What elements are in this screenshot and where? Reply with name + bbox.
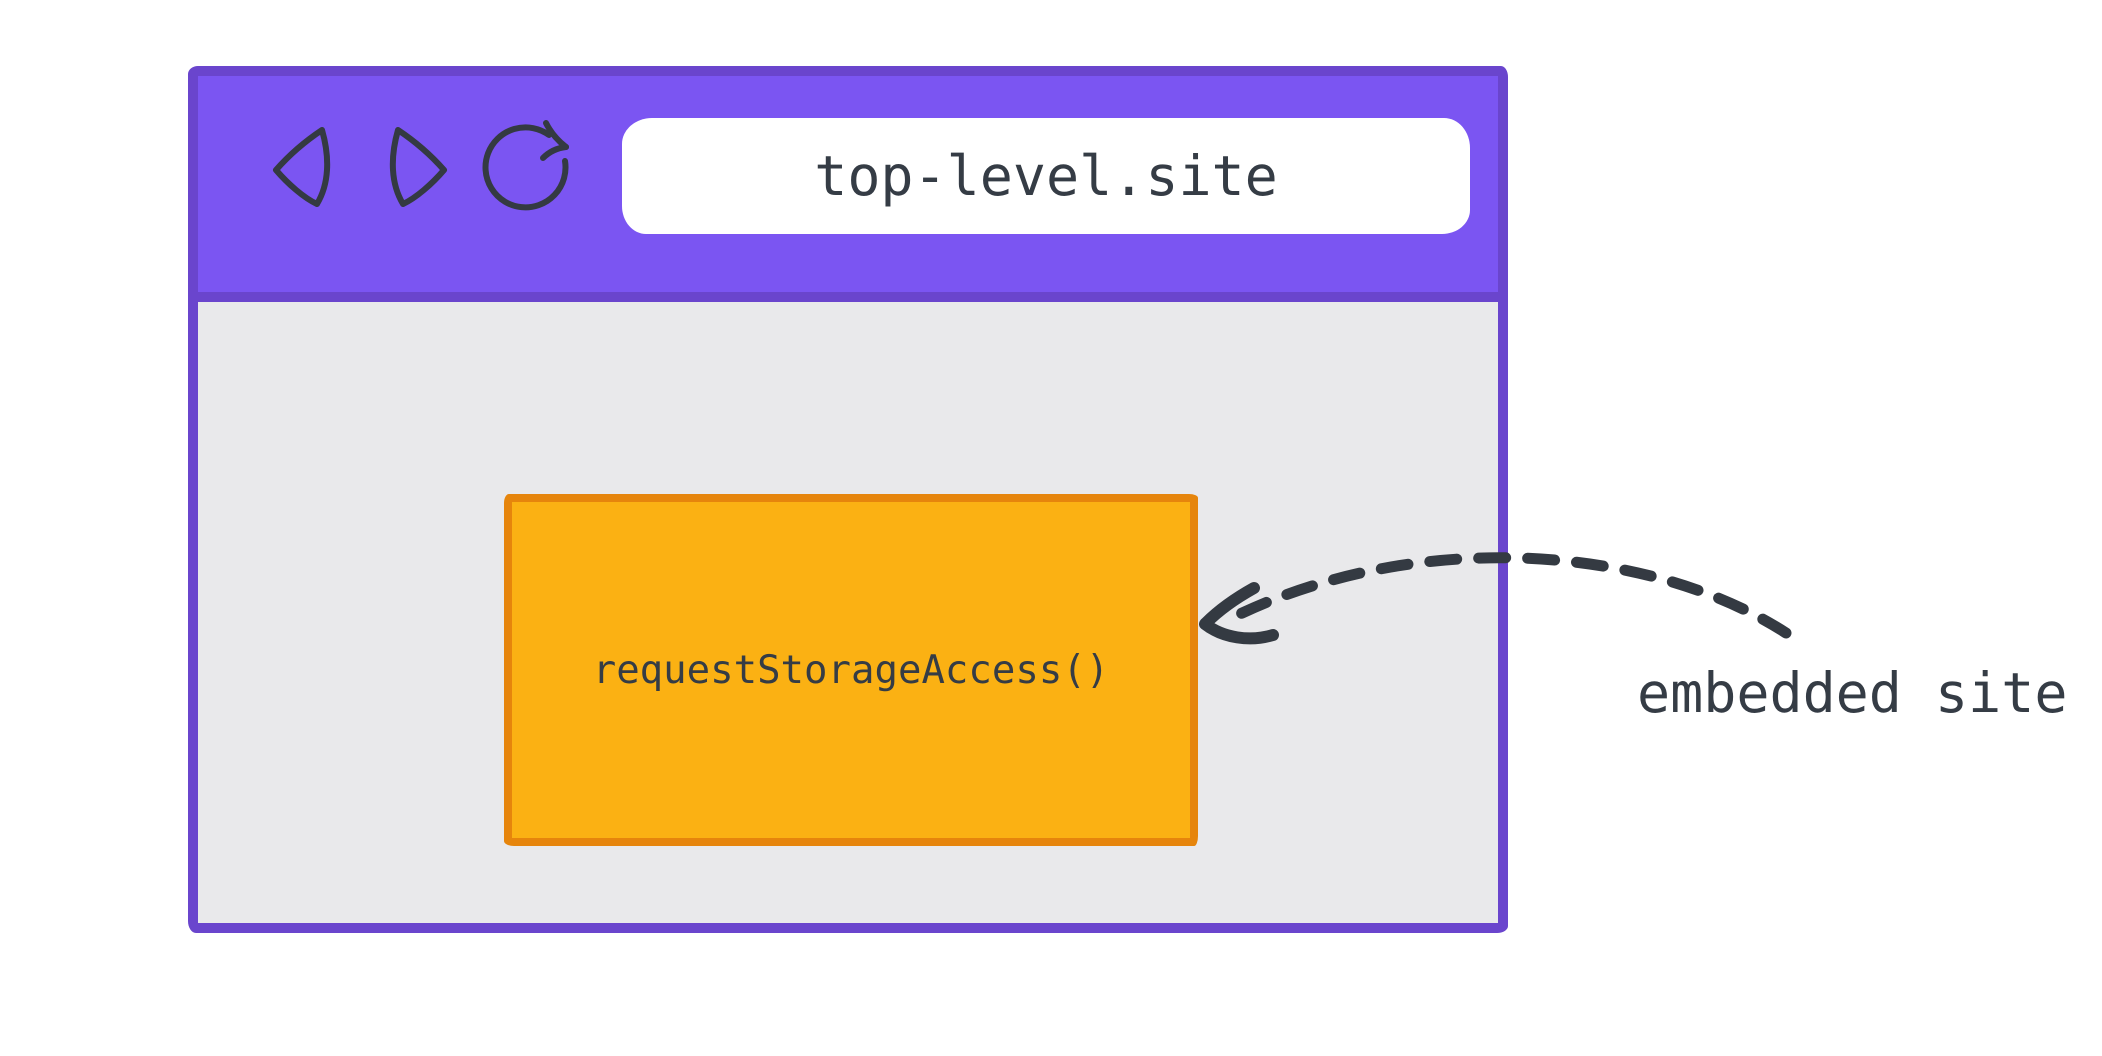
browser-window: top-level.site requestStorageAccess() (188, 66, 1508, 933)
forward-icon[interactable] (389, 127, 447, 207)
nav-icon-group (273, 120, 569, 211)
embedded-frame-label: requestStorageAccess() (592, 647, 1110, 693)
refresh-icon[interactable] (482, 120, 569, 211)
address-bar[interactable]: top-level.site (622, 118, 1470, 234)
annotation-label: embedded site (1637, 661, 2068, 725)
embedded-site-frame[interactable]: requestStorageAccess() (504, 494, 1198, 846)
back-icon[interactable] (273, 127, 331, 207)
address-bar-url: top-level.site (814, 144, 1278, 208)
page-content: requestStorageAccess() (198, 302, 1498, 923)
browser-toolbar: top-level.site (198, 76, 1498, 302)
